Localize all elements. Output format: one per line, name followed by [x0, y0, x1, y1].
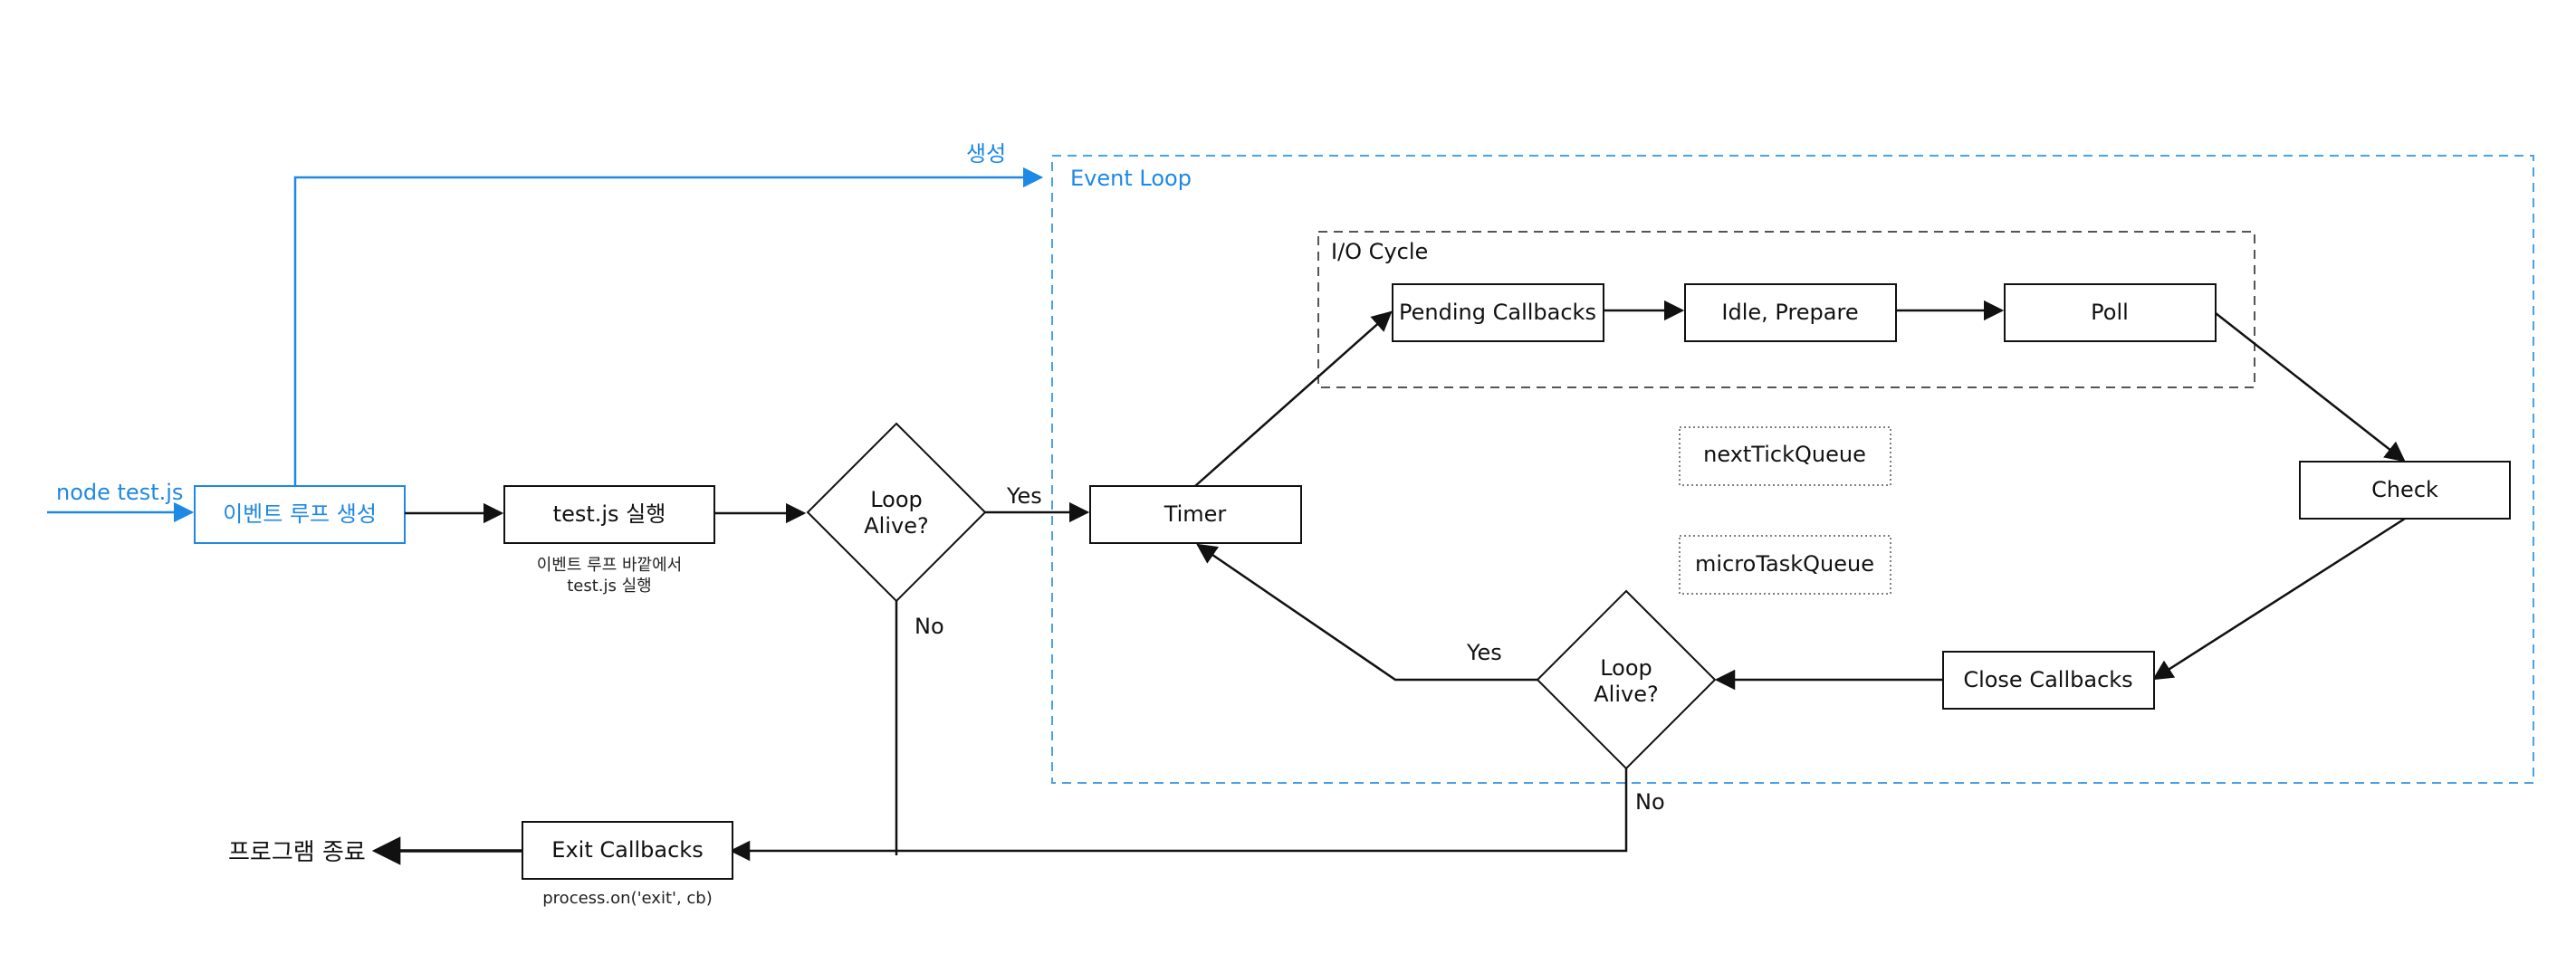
run-test-box — [503, 485, 715, 544]
yes-2-label: Yes — [1466, 640, 1502, 665]
loop-alive-2-line2: Alive? — [1594, 682, 1658, 707]
run-test-label: test.js 실행 — [553, 501, 666, 527]
yes-2-arrow — [1196, 543, 1537, 682]
start-label: node test.js — [56, 480, 183, 505]
next-tick-queue-label: nextTickQueue — [1703, 442, 1866, 467]
next-tick-queue-box — [1679, 426, 1891, 486]
loop-alive-1-line1: Loop — [870, 487, 923, 512]
no-2-label: No — [1635, 789, 1665, 815]
yes-1-label: Yes — [1006, 483, 1042, 509]
no-2-arrow — [729, 768, 1628, 862]
no-1-label: No — [915, 614, 944, 639]
poll-box — [2004, 283, 2217, 342]
create-loop-box — [194, 485, 406, 544]
timer-label: Timer — [1164, 501, 1227, 527]
program-end-label: 프로그램 종료 — [228, 839, 366, 866]
timer-to-pending-arrow — [1194, 310, 1393, 487]
exit-callbacks-box — [522, 821, 733, 880]
loop-alive-2-line1: Loop — [1600, 655, 1652, 681]
created-connector — [293, 167, 1044, 486]
pending-callbacks-label: Pending Callbacks — [1399, 300, 1596, 325]
loop-alive-1-line2: Alive? — [864, 513, 928, 539]
check-label: Check — [2371, 477, 2438, 502]
check-to-close-arrow — [2152, 517, 2406, 681]
create-loop-label: 이벤트 루프 생성 — [223, 501, 377, 527]
idle-prepare-label: Idle, Prepare — [1721, 300, 1858, 325]
close-callbacks-box — [1942, 651, 2155, 710]
run-test-note-line1: 이벤트 루프 바깥에서 — [537, 556, 682, 575]
io-cycle-container — [1317, 231, 2255, 388]
loop-alive-decision-1 — [806, 422, 987, 603]
run-test-note-line2: test.js 실행 — [567, 577, 652, 596]
poll-to-check-arrow — [2215, 312, 2406, 463]
pending-callbacks-box — [1392, 283, 1604, 342]
io-cycle-label: I/O Cycle — [1331, 239, 1428, 264]
microtask-queue-label: microTaskQueue — [1695, 551, 1874, 577]
timer-box — [1089, 485, 1302, 544]
idle-prepare-box — [1684, 283, 1897, 342]
exit-callbacks-note: process.on('exit', cb) — [542, 889, 713, 908]
event-loop-label: Event Loop — [1070, 166, 1192, 191]
microtask-queue-box — [1679, 535, 1891, 595]
event-loop-container — [1051, 155, 2534, 784]
poll-label: Poll — [2091, 300, 2129, 325]
exit-callbacks-label: Exit Callbacks — [551, 837, 703, 863]
created-label: 생성 — [966, 141, 1006, 167]
check-box — [2299, 461, 2511, 520]
close-callbacks-label: Close Callbacks — [1963, 667, 2132, 692]
